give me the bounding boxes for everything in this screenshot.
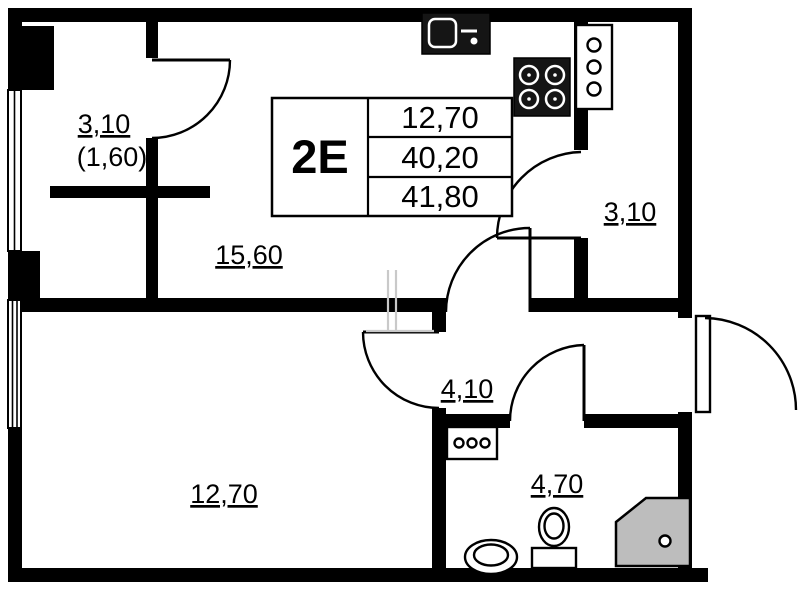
living-area-value: 12,70: [401, 100, 479, 135]
doors-layer: [151, 58, 798, 422]
boiler-icon: [574, 23, 614, 111]
door-swing-arc: [444, 226, 531, 313]
wall-bottom: [8, 568, 708, 582]
wall-loggia-upper: [146, 22, 158, 58]
toilet-icon: [530, 506, 578, 570]
room-label-living-kitchen: 15,60: [215, 240, 283, 270]
title-block-frame: [270, 96, 514, 218]
walls-layer: [8, 8, 708, 582]
title-block: 2Е 12,70 40,20 41,80: [270, 96, 514, 218]
washing-machine-icon: [445, 425, 499, 461]
wall-bathroom-right: [584, 414, 692, 428]
room-label-corridor: 4,10: [441, 374, 494, 404]
wall-bedroom-stub: [432, 312, 446, 332]
shower-icon: [614, 496, 692, 568]
door-swing-arc: [704, 316, 798, 411]
vent-shaft: [8, 26, 54, 90]
unit-type-label: 2Е: [291, 130, 349, 183]
door-swing-arc: [508, 343, 585, 422]
room-label-loggia-reduced: (1,60): [77, 142, 148, 172]
wall-mid-right: [530, 298, 692, 312]
vent-shaft: [8, 251, 40, 301]
wall-right-upper: [678, 8, 692, 318]
windows-layer: [7, 89, 22, 429]
door-swing-arc: [361, 331, 440, 410]
total-area-value: 41,80: [401, 179, 479, 214]
door-swing-arc: [495, 150, 582, 239]
stove-icon: [513, 57, 571, 117]
wall-left-lower: [8, 428, 22, 582]
kitchen-sink-icon: [421, 12, 491, 55]
wall-top: [8, 8, 692, 22]
entrance-door-leaf: [694, 314, 712, 414]
wall-hallway-lower: [574, 238, 588, 298]
wall-mid-left: [8, 298, 446, 312]
room-label-loggia: 3,10: [78, 109, 131, 139]
fixtures-layer: [421, 12, 692, 576]
door-swing-arc: [151, 59, 232, 140]
room-label-bathroom: 4,70: [531, 469, 584, 499]
wall-bedroom-lower: [432, 408, 446, 568]
floor-area-value: 40,20: [401, 140, 479, 175]
bedroom-window: [7, 299, 22, 429]
room-label-bedroom: 12,70: [190, 479, 258, 509]
washbasin-icon: [463, 538, 519, 576]
wall-bathroom-left: [446, 414, 510, 428]
wall-loggia-lower: [146, 138, 158, 310]
room-label-hallway: 3,10: [604, 197, 657, 227]
faint-marks: [366, 270, 434, 333]
wall-loggia-sill: [50, 186, 210, 198]
room-labels: 3,10 (1,60) 15,60 3,10 4,10 12,70 4,70: [77, 109, 657, 509]
